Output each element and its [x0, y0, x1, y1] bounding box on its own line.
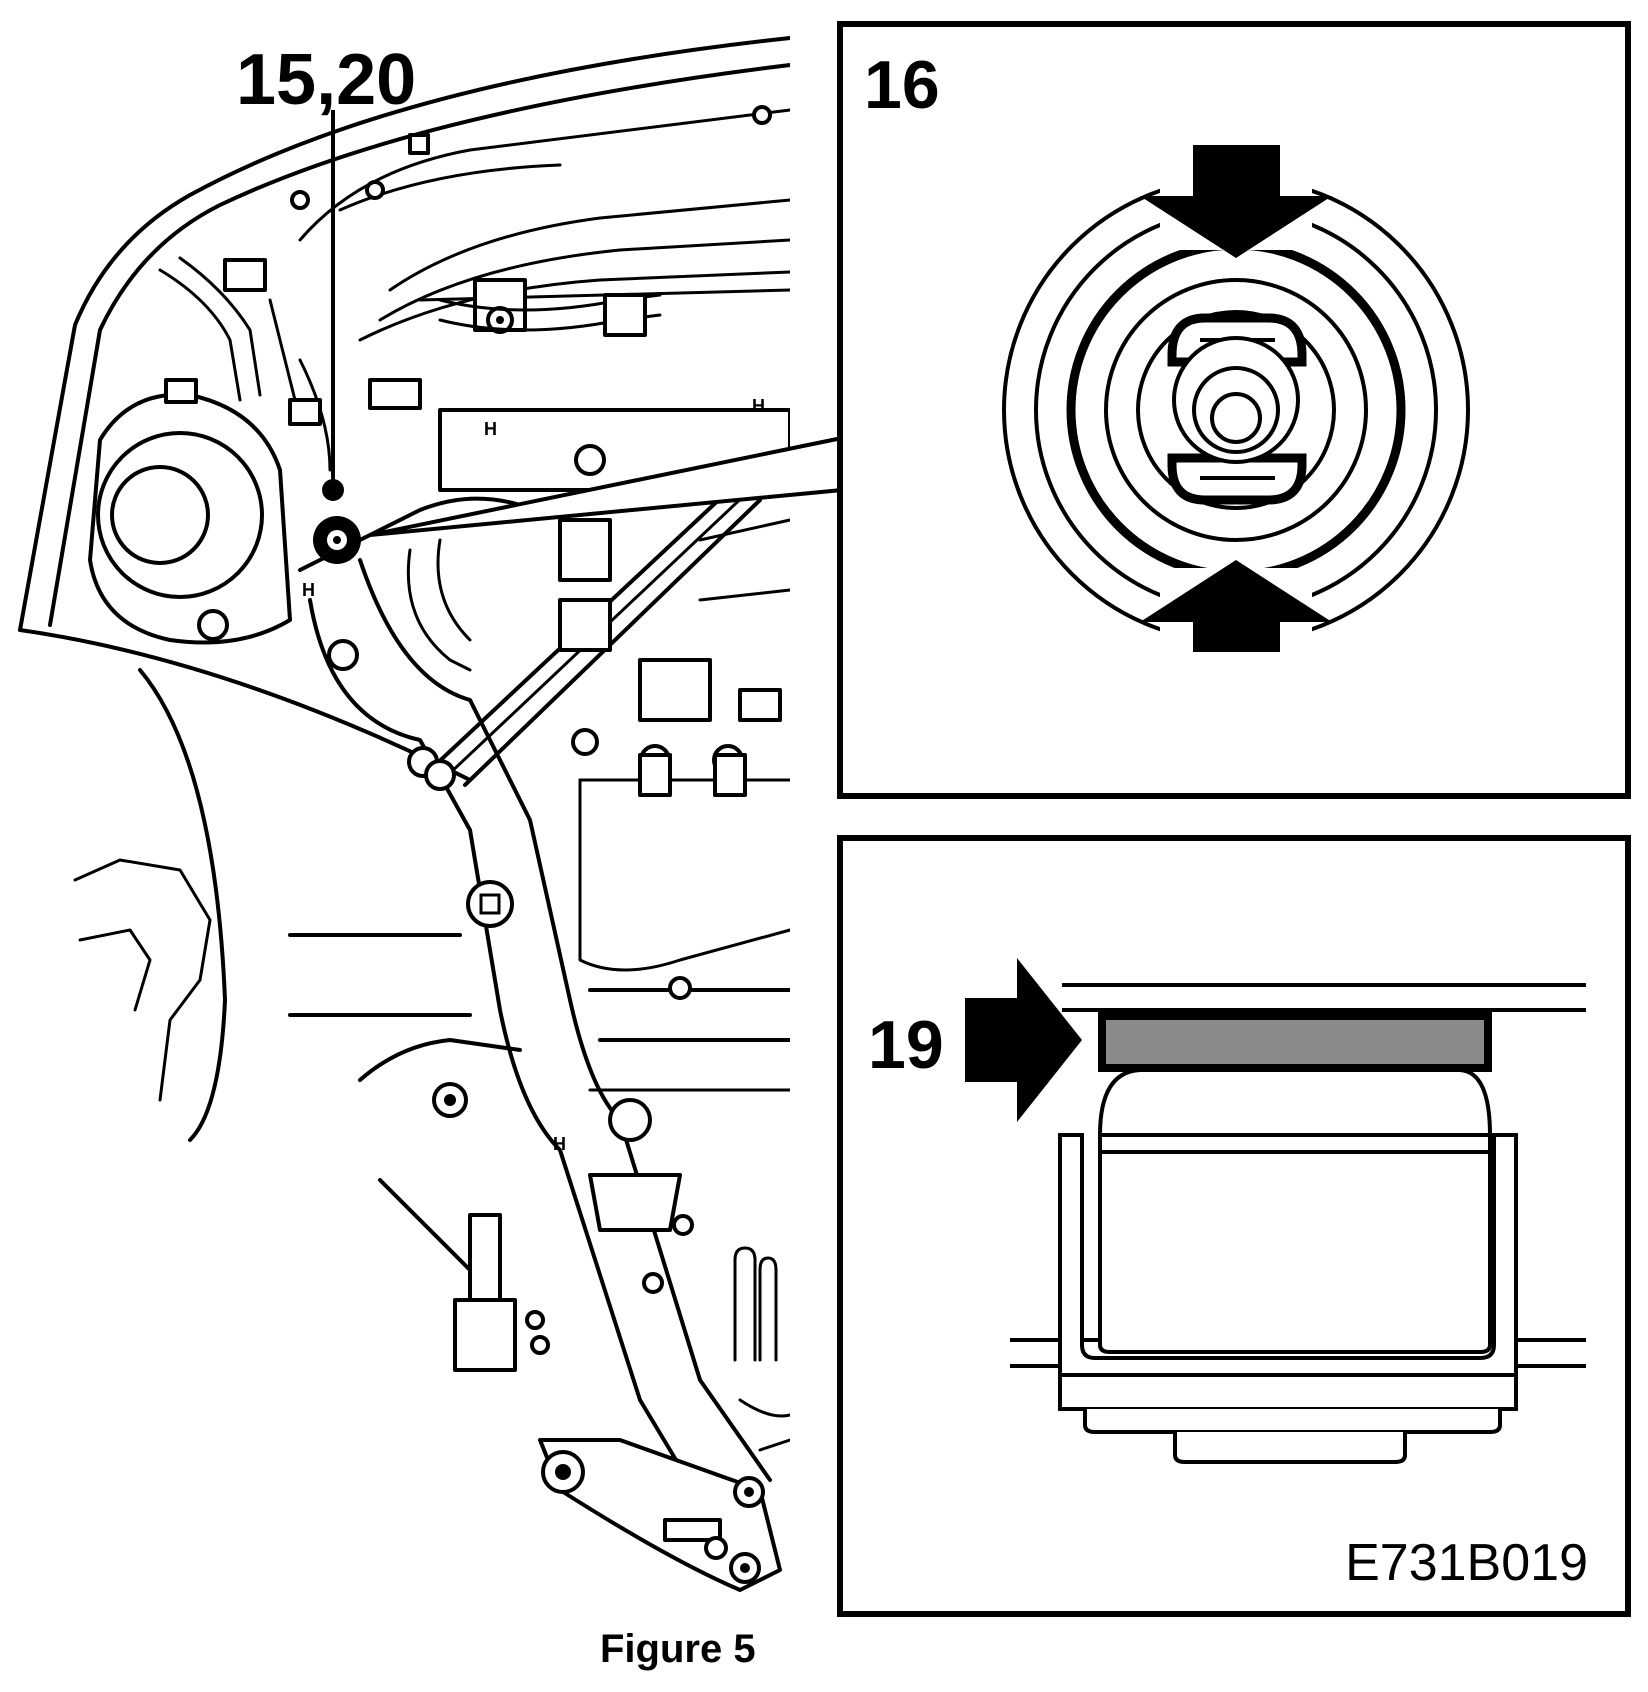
spacer-washer [1098, 1012, 1492, 1072]
arrow-down-icon [1140, 145, 1332, 258]
callout-detail-top: 16 [864, 47, 940, 123]
figure-caption: Figure 5 [600, 1627, 756, 1671]
svg-text:H: H [553, 1134, 566, 1154]
bushing-side-view [1010, 983, 1586, 1464]
detail-panel-bottom [837, 835, 1631, 1617]
callout-main-view: 15,20 [236, 40, 416, 120]
callout-detail-bottom: 19 [868, 1007, 944, 1083]
image-code: E731B019 [1345, 1534, 1588, 1592]
main-view-drawing: H H H H [18, 36, 792, 1592]
arrow-right-icon [965, 958, 1082, 1122]
svg-text:H: H [484, 419, 497, 439]
svg-text:H: H [302, 580, 315, 600]
arrow-up-icon [1140, 560, 1332, 652]
callout-leader-dot [322, 479, 344, 501]
detail-panel-top [837, 21, 1631, 799]
svg-text:H: H [752, 396, 765, 416]
